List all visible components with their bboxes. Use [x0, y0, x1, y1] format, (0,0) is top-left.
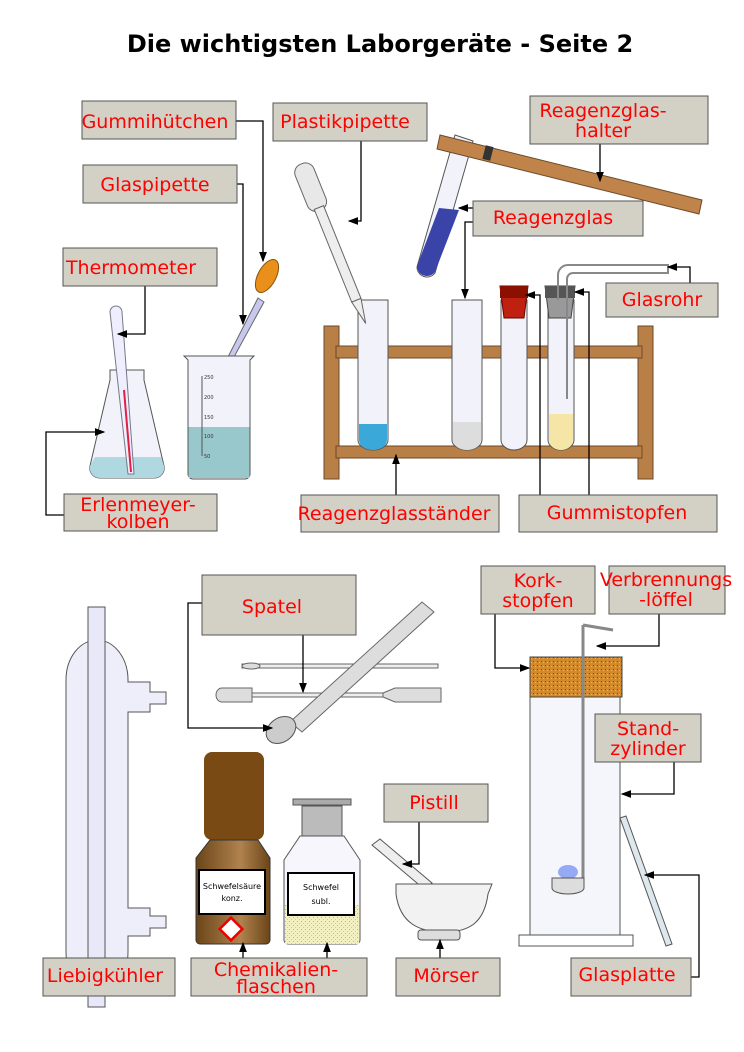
svg-text:Reagenzglasständer: Reagenzglasständer — [298, 503, 491, 525]
svg-text:Erlenmeyer-: Erlenmeyer- — [80, 494, 195, 516]
svg-text:Mörser: Mörser — [413, 965, 478, 987]
label-glasplatte: Glasplatte — [570, 957, 692, 997]
svg-text:Thermometer: Thermometer — [65, 257, 196, 279]
test-tubes — [357, 264, 669, 451]
label-spatel: Spatel — [201, 574, 357, 636]
label-glasrohr: Glasrohr — [605, 282, 719, 318]
svg-text:Reagenzglas: Reagenzglas — [493, 207, 613, 229]
page-title: Die wichtigsten Laborgeräte - Seite 2 — [127, 30, 633, 58]
sulfur-label-line1: Schwefel — [303, 883, 339, 892]
standing-cylinder — [518, 623, 634, 947]
svg-text:Plastikpipette: Plastikpipette — [280, 111, 410, 133]
spatulas — [215, 601, 442, 744]
svg-text:Pistill: Pistill — [409, 792, 459, 814]
sulfuric-acid-bottle: Schwefelsäure konz. — [195, 752, 271, 945]
thermometer — [109, 305, 135, 475]
svg-text:Glaspipette: Glaspipette — [100, 174, 209, 196]
svg-text:Stand-: Stand- — [617, 718, 679, 740]
label-gummistopfen: Gummistopfen — [518, 494, 718, 533]
beaker: 250 200 150 100 50 — [182, 355, 256, 480]
label-pistill: Pistill — [383, 783, 489, 823]
label-standzylinder: Stand-zylinder — [594, 713, 702, 763]
label-glaspipette: Glaspipette — [82, 164, 238, 204]
label-gummihuetchen: Gummihütchen — [81, 100, 237, 140]
label-thermometer: Thermometer — [62, 247, 218, 287]
svg-text:Gummistopfen: Gummistopfen — [547, 502, 688, 524]
svg-text:halter: halter — [575, 120, 631, 142]
svg-text:Liebigkühler: Liebigkühler — [47, 965, 163, 987]
svg-text:Glasplatte: Glasplatte — [578, 964, 675, 986]
acid-label-line2: konz. — [221, 894, 242, 903]
svg-text:stopfen: stopfen — [502, 590, 573, 612]
svg-text:-löffel: -löffel — [639, 589, 693, 611]
label-reagenzglashalter: Reagenzglas-halter — [529, 95, 709, 145]
svg-text:Verbrennungs: Verbrennungs — [600, 569, 732, 591]
svg-text:150: 150 — [204, 415, 214, 421]
plastic-pipette — [294, 162, 367, 324]
svg-text:250: 250 — [204, 375, 214, 381]
sulfur-label-line2: subl. — [311, 897, 330, 906]
mortar-and-pestle — [371, 838, 493, 941]
test-tube-holder — [436, 134, 703, 215]
label-moerser: Mörser — [395, 957, 501, 997]
svg-text:100: 100 — [204, 434, 214, 440]
svg-text:zylinder: zylinder — [610, 738, 686, 760]
svg-text:Chemikalien-: Chemikalien- — [214, 959, 338, 981]
beaker-scale: 250 200 150 100 50 — [204, 375, 214, 460]
liebig-condenser — [65, 606, 167, 1008]
label-erlenmeyerkolben: Erlenmeyer-kolben — [63, 493, 218, 533]
svg-text:Gummihütchen: Gummihütchen — [82, 111, 229, 133]
reagenzglas-held — [416, 134, 474, 278]
svg-text:kolben: kolben — [106, 511, 169, 533]
label-reagenzglas: Reagenzglas — [472, 200, 644, 237]
acid-label-line1: Schwefelsäure — [203, 882, 261, 891]
glass-plate — [619, 815, 673, 947]
label-reagenzglasstaender: Reagenzglasständer — [298, 494, 500, 533]
svg-text:Kork-: Kork- — [514, 570, 563, 592]
svg-text:flaschen: flaschen — [236, 976, 316, 998]
svg-text:50: 50 — [204, 454, 210, 460]
svg-text:Spatel: Spatel — [242, 596, 302, 618]
label-plastikpipette: Plastikpipette — [272, 102, 428, 142]
corrosive-hazard-icon — [217, 915, 245, 943]
sulfur-bottle: Schwefel subl. — [283, 798, 361, 945]
svg-text:200: 200 — [204, 395, 214, 401]
label-chemikalienflaschen: Chemikalien-flaschen — [190, 957, 368, 998]
connector-lines — [45, 120, 700, 978]
label-verbrennungsloeffel: Verbrennungs-löffel — [600, 565, 732, 615]
label-liebigkuehler: Liebigkühler — [42, 957, 176, 997]
svg-text:Reagenzglas-: Reagenzglas- — [539, 100, 666, 122]
svg-text:Glasrohr: Glasrohr — [622, 289, 703, 311]
label-korkstopfen: Kork-stopfen — [480, 565, 596, 615]
